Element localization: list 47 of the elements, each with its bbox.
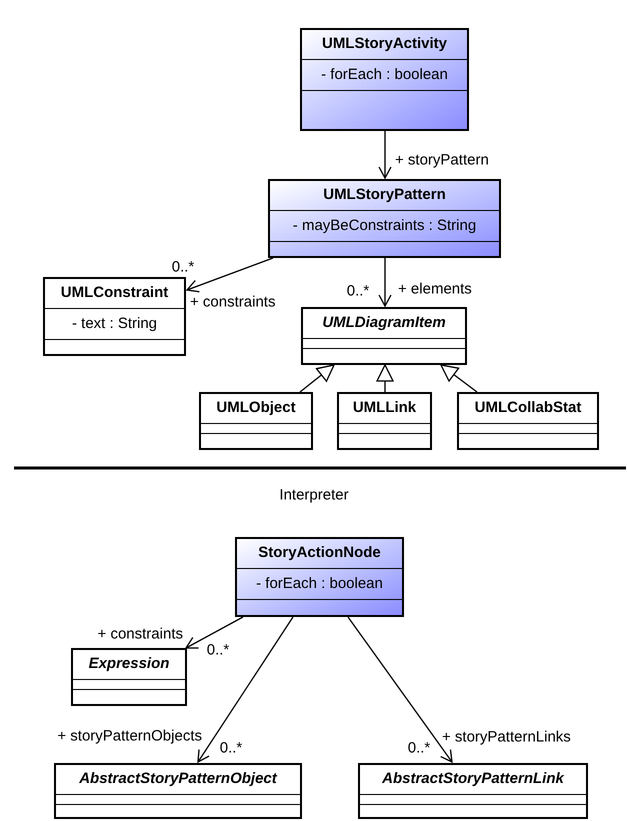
attribute-text: - text : String <box>72 314 158 334</box>
class-box <box>301 307 467 365</box>
class-box <box>43 277 186 356</box>
role-label: + storyPattern <box>395 152 489 168</box>
class-name: UMLDiagramItem <box>322 313 446 334</box>
class-name: UMLStoryActivity <box>322 34 448 54</box>
multiplicity-label: 0..* <box>408 740 430 756</box>
class-box <box>337 392 432 450</box>
association-arrow <box>378 131 392 179</box>
multiplicity-label: 0..* <box>220 740 242 756</box>
class-box <box>71 648 187 706</box>
attribute-text: - mayBeConstraints : String <box>292 216 476 236</box>
role-label: + constraints <box>98 626 183 642</box>
multiplicity-label: 0..* <box>172 260 194 274</box>
generalization-arrow <box>376 364 394 392</box>
multiplicity-label: 0..* <box>206 642 230 658</box>
class-name: StoryActionNode <box>258 543 381 564</box>
class-name: UMLConstraint <box>60 283 168 304</box>
association-arrow <box>347 616 453 763</box>
role-label: + storyPatternLinks <box>442 730 571 744</box>
class-name: UMLObject <box>216 398 296 418</box>
section-heading: Interpreter <box>279 488 349 502</box>
class-name: AbstractStoryPatternLink <box>382 769 564 790</box>
class-box <box>358 763 588 819</box>
class-box <box>235 537 404 617</box>
association-arrow <box>186 257 274 292</box>
role-label: + storyPatternObjects <box>57 728 202 744</box>
class-name: Expression <box>88 654 170 674</box>
attribute-text: - forEach : boolean <box>256 574 383 594</box>
class-name: UMLStoryPattern <box>323 185 446 206</box>
association-arrow <box>378 258 392 307</box>
class-box <box>268 179 501 258</box>
role-label: + constraints <box>190 294 276 310</box>
association-arrow <box>185 616 244 649</box>
class-box <box>457 392 599 450</box>
class-name: AbstractStoryPatternObject <box>79 769 277 790</box>
class-box <box>54 763 302 819</box>
class-name: UMLLink <box>352 398 416 418</box>
class-box <box>300 28 469 131</box>
association-arrow <box>197 616 294 763</box>
class-box <box>199 392 313 450</box>
class-name: UMLCollabStat <box>474 398 582 418</box>
generalization-arrow <box>300 364 335 392</box>
role-label: + elements <box>398 282 472 296</box>
multiplicity-label: 0..* <box>346 284 370 298</box>
generalization-arrow <box>440 364 478 393</box>
attribute-text: - forEach : boolean <box>321 64 448 85</box>
